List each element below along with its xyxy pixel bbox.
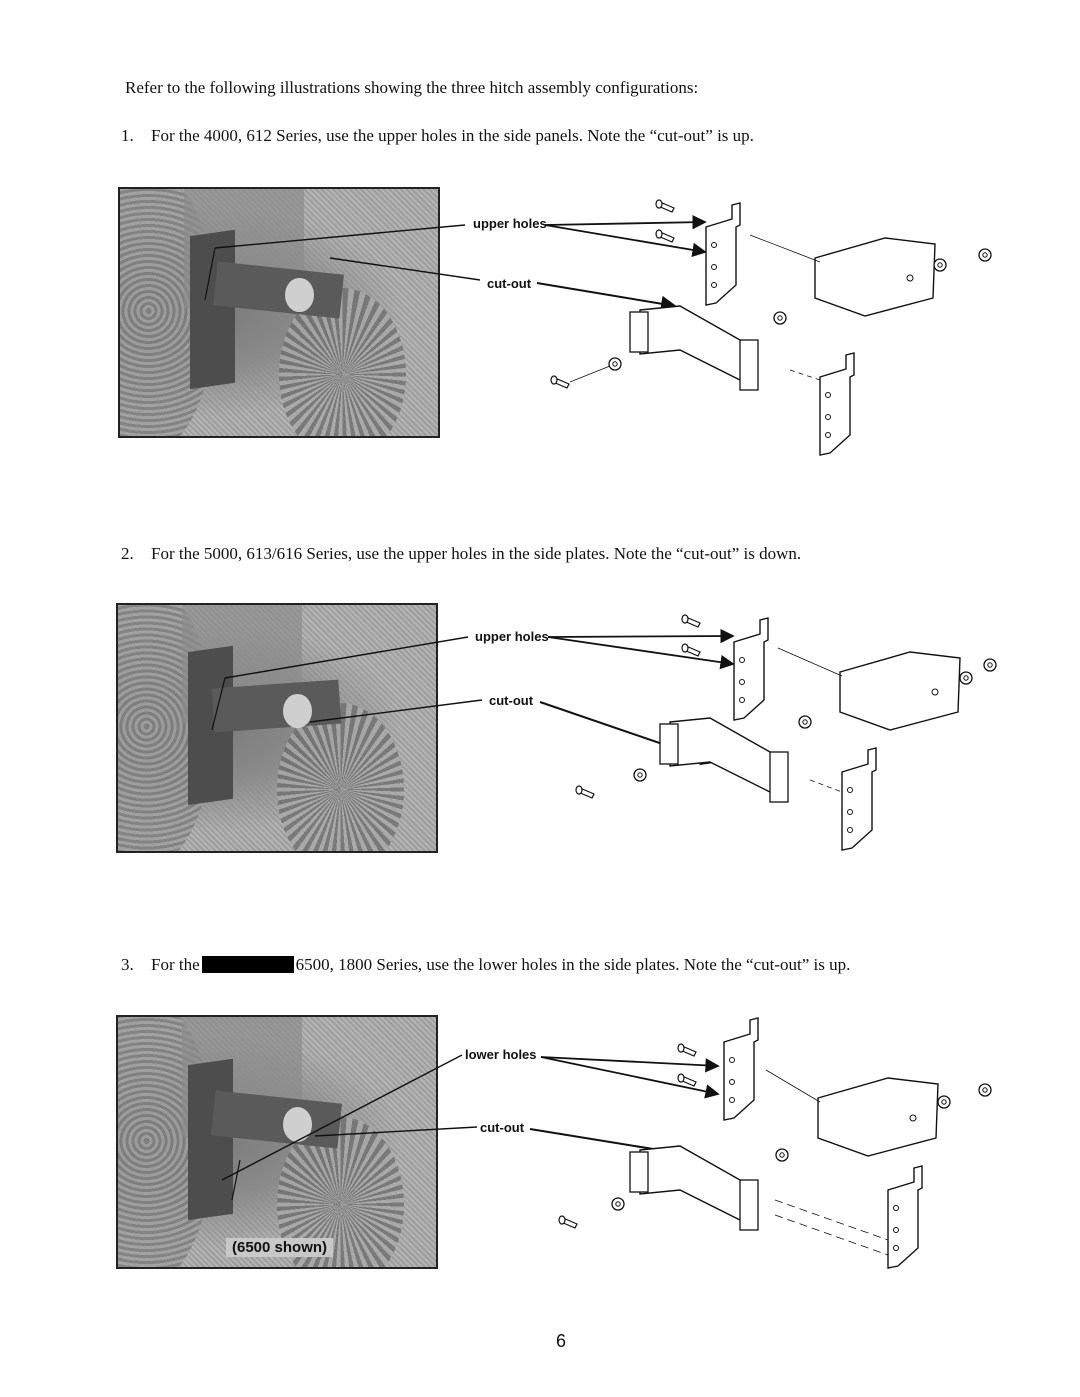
upper-holes-label: upper holes [473, 216, 547, 231]
figure-1-diagram [550, 199, 992, 456]
page-number: 6 [556, 1331, 567, 1351]
step-1-text: 1. For the 4000, 612 Series, use the uppe… [121, 126, 754, 146]
hitch-photo-3: (6500 shown) [116, 1015, 438, 1269]
figure-2-diagram [575, 614, 997, 851]
photo-caption: (6500 shown) [226, 1238, 334, 1257]
step-description-start: For the [151, 955, 200, 974]
step-3-text: 3. For the 6500, 1800 Series, use the lowe… [121, 955, 850, 975]
redaction-bar [201, 956, 294, 973]
hitch-photo-2 [116, 603, 438, 853]
cut-out-label: cut-out [489, 693, 534, 708]
figure-3-diagram [558, 1017, 992, 1269]
step-description: For the 5000, 613/616 Series, use the up… [151, 544, 802, 563]
step-description: For the 4000, 612 Series, use the upper … [151, 126, 754, 145]
intro-text: Refer to the following illustrations sho… [125, 78, 699, 97]
step-number: 1. [121, 126, 134, 145]
step-2-text: 2. For the 5000, 613/616 Series, use the … [121, 544, 801, 564]
upper-holes-label: upper holes [475, 629, 549, 644]
hitch-photo-1 [118, 187, 440, 438]
step-number: 2. [121, 544, 134, 563]
cut-out-label: cut-out [487, 276, 532, 291]
lower-holes-label: lower holes [465, 1047, 537, 1062]
step-number: 3. [121, 955, 134, 974]
step-description-end: 6500, 1800 Series, use the lower holes i… [295, 955, 851, 974]
cut-out-label: cut-out [480, 1120, 525, 1135]
